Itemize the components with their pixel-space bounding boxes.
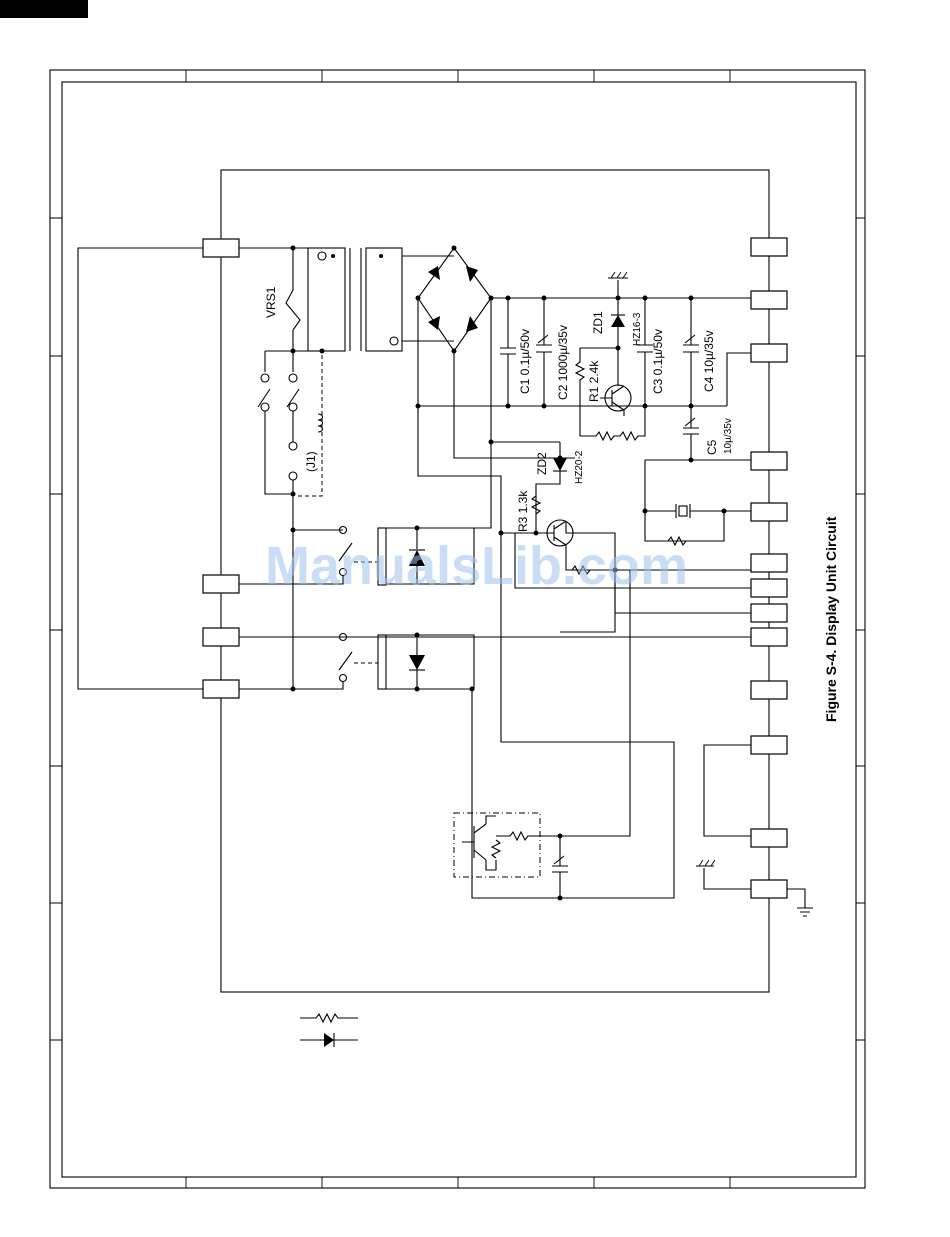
capacitor-c5 <box>683 406 699 463</box>
terminal-r13 <box>751 880 787 898</box>
capacitor-c2 <box>536 296 552 409</box>
c5-value-label: 10µ/35v <box>723 418 734 454</box>
crystal-resonator <box>645 504 724 518</box>
transistor-q1 <box>600 380 631 416</box>
c4-label: C4 10µ/35v <box>702 330 716 392</box>
watermark: ManualsLib.com <box>265 536 688 596</box>
figure-caption: Figure S-4. Display Unit Circuit <box>823 516 839 722</box>
terminal-r10 <box>751 681 787 699</box>
capacitor-c1 <box>500 296 516 409</box>
r3-label: R3 1.3k <box>516 490 530 532</box>
capacitor-c4 <box>683 296 699 409</box>
page-corner-tab <box>0 0 88 18</box>
terminal-l2 <box>203 575 239 593</box>
zd2-part-label: HZ20-2 <box>574 450 585 484</box>
terminal-r11 <box>751 736 787 754</box>
door-switch-primary <box>258 351 323 533</box>
j1-label: (J1) <box>304 451 318 472</box>
terminal-l4 <box>203 680 239 698</box>
zd1-part-label: HZ16-3 <box>632 312 643 346</box>
capacitor-bypass <box>552 836 568 901</box>
terminal-r4 <box>751 452 787 470</box>
bridge-rectifier <box>416 246 494 354</box>
relay-coil-2 <box>378 633 475 692</box>
terminal-r2 <box>751 291 787 309</box>
terminal-r3 <box>751 344 787 362</box>
terminal-r9 <box>751 628 787 646</box>
c5-label: C5 <box>705 439 719 455</box>
terminal-r7 <box>751 579 787 597</box>
drawing-frame <box>50 70 865 1188</box>
zener-zd1 <box>608 272 628 380</box>
zd1-label: ZD1 <box>591 311 605 334</box>
photo-interrupter <box>454 813 563 877</box>
legend-resistor-symbol <box>300 1014 358 1022</box>
terminal-r5 <box>751 503 787 521</box>
terminal-l1 <box>203 239 239 257</box>
terminal-l3 <box>203 628 239 646</box>
zd2-label: ZD2 <box>535 452 549 475</box>
c3-label: C3 0.1µ/50v <box>651 329 665 394</box>
c2-label: C2 1000µ/35v <box>556 325 570 400</box>
ground-symbol <box>787 889 813 916</box>
power-transformer <box>308 248 402 351</box>
terminal-r6 <box>751 554 787 572</box>
terminal-r1 <box>751 238 787 256</box>
terminal-r8 <box>751 604 787 622</box>
terminal-r12 <box>751 829 787 847</box>
external-connection-bracket <box>78 248 203 689</box>
vrs1-label: VRS1 <box>264 286 278 318</box>
r1-label: R1 2.4k <box>587 360 601 402</box>
legend-diode-symbol <box>300 1033 358 1047</box>
c1-label: C1 0.1µ/50v <box>518 329 532 394</box>
